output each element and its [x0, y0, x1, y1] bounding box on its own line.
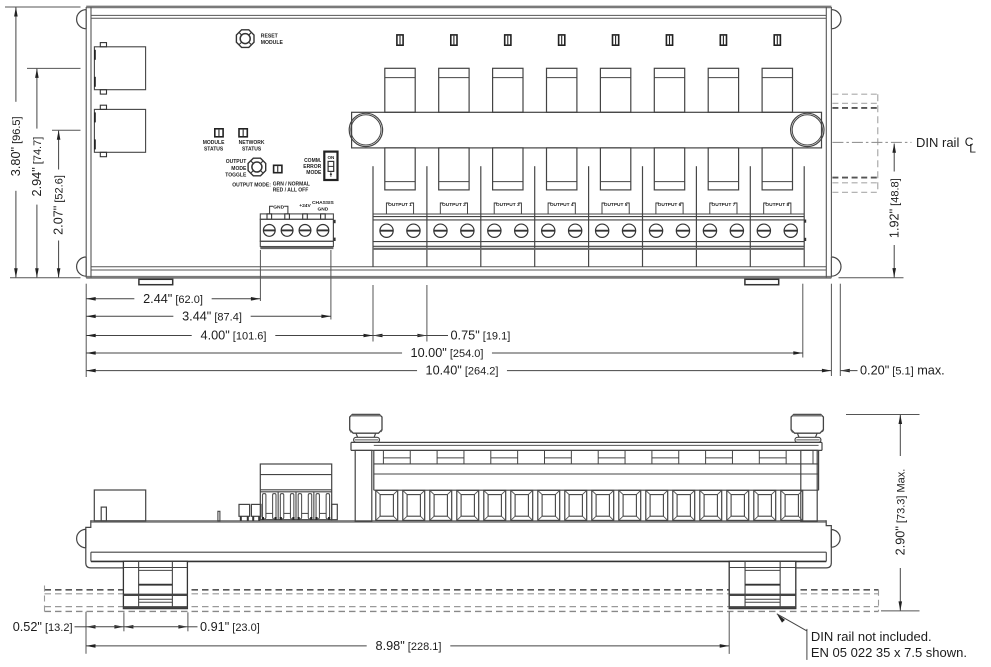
svg-text:8.98" [228.1]: 8.98" [228.1]: [376, 639, 442, 653]
svg-text:MODE: MODE: [306, 170, 322, 176]
svg-text:2.94" [74.7]: 2.94" [74.7]: [30, 137, 44, 197]
svg-text:L: L: [969, 142, 976, 156]
svg-text:COMM.: COMM.: [304, 158, 322, 164]
svg-text:ON: ON: [327, 155, 335, 160]
svg-text:OUTPUT 8: OUTPUT 8: [765, 202, 789, 208]
svg-text:NETWORK: NETWORK: [239, 140, 265, 146]
svg-text:C: C: [965, 135, 974, 149]
svg-text:EN 05 022 35 x 7.5 shown.: EN 05 022 35 x 7.5 shown.: [811, 645, 967, 660]
svg-text:3.80" [96.5]: 3.80" [96.5]: [9, 116, 23, 176]
svg-text:RESET: RESET: [261, 34, 279, 40]
svg-text:STATUS: STATUS: [242, 146, 262, 152]
svg-text:2.90" [73.3] Max.: 2.90" [73.3] Max.: [893, 469, 907, 556]
svg-text:RED / ALL OFF: RED / ALL OFF: [273, 188, 309, 194]
svg-text:+24V: +24V: [299, 203, 311, 209]
svg-text:10.40" [264.2]: 10.40" [264.2]: [426, 364, 499, 378]
svg-text:0.91" [23.0]: 0.91" [23.0]: [200, 620, 260, 634]
svg-text:0.75" [19.1]: 0.75" [19.1]: [451, 329, 511, 343]
svg-text:ERROR: ERROR: [303, 164, 321, 170]
svg-text:STATUS: STATUS: [204, 146, 224, 152]
svg-text:MODULE: MODULE: [203, 140, 225, 146]
svg-text:OUTPUT 6: OUTPUT 6: [658, 202, 682, 208]
svg-text:OUTPUT 1: OUTPUT 1: [388, 202, 412, 208]
svg-text:CHASSIS: CHASSIS: [312, 200, 334, 206]
svg-text:OUTPUT 7: OUTPUT 7: [712, 202, 736, 208]
svg-text:OUTPUT 3: OUTPUT 3: [496, 202, 520, 208]
svg-text:OUTPUT 4: OUTPUT 4: [550, 202, 574, 208]
svg-text:OUTPUT 2: OUTPUT 2: [442, 202, 466, 208]
svg-text:MODULE: MODULE: [261, 40, 284, 46]
svg-text:DIN rail not included.: DIN rail not included.: [811, 629, 932, 644]
svg-text:2.07" [52.6]: 2.07" [52.6]: [52, 175, 66, 235]
svg-text:3.44" [87.4]: 3.44" [87.4]: [182, 309, 242, 323]
svg-text:0.20" [5.1] max.: 0.20" [5.1] max.: [860, 363, 945, 377]
svg-text:MODE: MODE: [231, 166, 247, 172]
svg-text:OUTPUT MODE:: OUTPUT MODE:: [232, 182, 271, 188]
svg-text:OUTPUT 5: OUTPUT 5: [604, 202, 628, 208]
svg-text:GND: GND: [317, 207, 328, 213]
svg-text:1.92" [48.8]: 1.92" [48.8]: [887, 178, 901, 238]
svg-text:10.00" [254.0]: 10.00" [254.0]: [411, 346, 484, 360]
svg-text:2.44" [62.0]: 2.44" [62.0]: [143, 292, 203, 306]
svg-text:0.52" [13.2]: 0.52" [13.2]: [13, 620, 73, 634]
svg-text:DIN rail: DIN rail: [916, 135, 959, 150]
svg-text:GRN / NORMAL: GRN / NORMAL: [273, 182, 310, 188]
svg-text:TOGGLE: TOGGLE: [225, 172, 247, 178]
svg-text:OUTPUT: OUTPUT: [226, 159, 247, 165]
svg-text:4.00" [101.6]: 4.00" [101.6]: [201, 329, 267, 343]
svg-text:GND: GND: [273, 204, 284, 210]
